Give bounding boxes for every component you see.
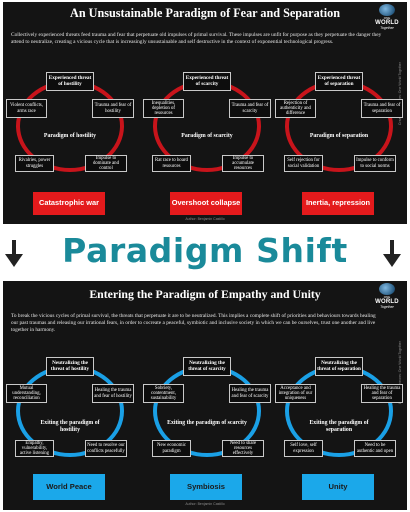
cycle-center-label: Exiting the paradigm of separation — [309, 420, 369, 433]
cycle-separation: Neutralizing the threat of separation Ac… — [275, 357, 403, 500]
cycle-scarcity: Neutralizing the threat of scarcity Sobr… — [143, 357, 271, 500]
cycle-outcome: Inertia, repression — [302, 192, 374, 215]
author-credit: Author: Benjamin Castillo — [185, 217, 225, 221]
cycle-left-label: Sobriety, contentment, sustainability — [143, 384, 184, 403]
cycle-right-label: Trauma and fear of hostility — [92, 99, 134, 118]
cycle-bottom-left-label: Self rejection for social validation — [284, 155, 323, 172]
globe-icon — [379, 283, 395, 295]
logo-line-together: Together — [380, 26, 394, 30]
cycle-scarcity: Experienced threat of scarcity Inequalit… — [143, 72, 271, 216]
panel-title: An Unsustainable Paradigm of Fear and Se… — [70, 6, 340, 20]
cycle-outcome: Catastrophic war — [33, 192, 105, 215]
cycle-center-label: Paradigm of scarcity — [181, 133, 233, 139]
cycle-left-label: Acceptance and integration of our unique… — [275, 384, 316, 403]
logo-line-one: ONE — [383, 295, 391, 299]
cycle-bottom-right-label: Impulse to dominate and control — [85, 155, 127, 172]
cycle-right-label: Healing the trauma and fear of scarcity — [229, 384, 271, 403]
cycle-bottom-right-label: Impulse to accumulate resources — [222, 155, 264, 172]
cycle-hostility: Experienced threat of hostility Violent … — [6, 72, 134, 216]
cycle-left-label: Inequalities, depletion of resources — [143, 99, 184, 118]
cycle-bottom-right-label: Impulse to conform to social norms — [354, 155, 396, 172]
one-world-together-logo: ONE WORLD Together — [372, 4, 402, 30]
cycle-bottom-right-label: Need to be authentic and open — [354, 440, 396, 457]
cycle-top-label: Neutralizing the threat of separation — [315, 357, 363, 376]
cycle-outcome: Symbiosis — [170, 474, 242, 500]
cycle-outcome: Unity — [302, 474, 374, 500]
logo-line-together: Together — [380, 305, 394, 309]
one-world-together-logo: ONE WORLD Together — [372, 283, 402, 309]
cycle-center-label: Exiting the paradigm of scarcity — [167, 420, 247, 426]
cycle-top-label: Experienced threat of hostility — [46, 72, 94, 91]
cycle-bottom-right-label: Need to resolve our conflicts peacefully — [85, 440, 127, 457]
author-credit: Author: Benjamin Castillo — [185, 502, 225, 506]
cycle-bottom-left-label: Self love, self expression — [284, 440, 323, 457]
cycle-right-label: Trauma and fear of separation — [361, 99, 403, 118]
cycle-left-label: Rejection of authenticity and difference — [275, 99, 316, 118]
logo-line-one: ONE — [383, 16, 391, 20]
cycle-right-label: Trauma and fear of scarcity — [229, 99, 271, 118]
cycle-bottom-left-label: New economic paradigm — [152, 440, 191, 457]
cycle-bottom-left-label: Rivalries, power struggles — [15, 155, 54, 172]
cycle-top-label: Neutralizing the threat of hostility — [46, 357, 94, 376]
cycle-left-label: Mutual understanding, reconciliation — [6, 384, 47, 403]
cycle-outcome: World Peace — [33, 474, 105, 500]
cycle-center-label: Exiting the paradigm of hostility — [40, 420, 100, 433]
cycle-outcome: Overshoot collapse — [170, 192, 242, 215]
cycle-bottom-left-label: Empathy, vulnerability, active listening — [15, 440, 54, 457]
cycle-bottom-left-label: Rat race to hoard resources — [152, 155, 191, 172]
fear-separation-panel: An Unsustainable Paradigm of Fear and Se… — [3, 2, 407, 224]
cycle-top-label: Experienced threat of scarcity — [183, 72, 231, 91]
logo-line-world: WORLD — [375, 20, 399, 26]
cycle-bottom-right-label: Need to share resources effectively — [222, 440, 264, 457]
paradigm-shift-heading: Paradigm Shift — [62, 231, 348, 270]
cycle-hostility: Neutralizing the threat of hostility Mut… — [6, 357, 134, 500]
cycle-center-label: Paradigm of separation — [309, 133, 369, 139]
panel-intro: Collectively experienced threats feed tr… — [11, 32, 382, 46]
cycle-top-label: Neutralizing the threat of scarcity — [183, 357, 231, 376]
cycle-right-label: Healing the trauma and fear of hostility — [92, 384, 134, 403]
cycle-left-label: Violent conflicts, arms race — [6, 99, 47, 118]
panel-intro: To break the vicious cycles of primal su… — [11, 313, 376, 334]
cycle-center-label: Paradigm of hostility — [43, 133, 97, 139]
cycle-separation: Experienced threat of separation Rejecti… — [275, 72, 403, 216]
globe-icon — [379, 4, 395, 16]
cycle-top-label: Experienced threat of separation — [315, 72, 363, 91]
panel-title: Entering the Paradigm of Empathy and Uni… — [89, 287, 321, 301]
logo-line-world: WORLD — [375, 299, 399, 305]
cycle-right-label: Healing the trauma and fear of separatio… — [361, 384, 403, 403]
empathy-unity-panel: Entering the Paradigm of Empathy and Uni… — [3, 281, 407, 510]
